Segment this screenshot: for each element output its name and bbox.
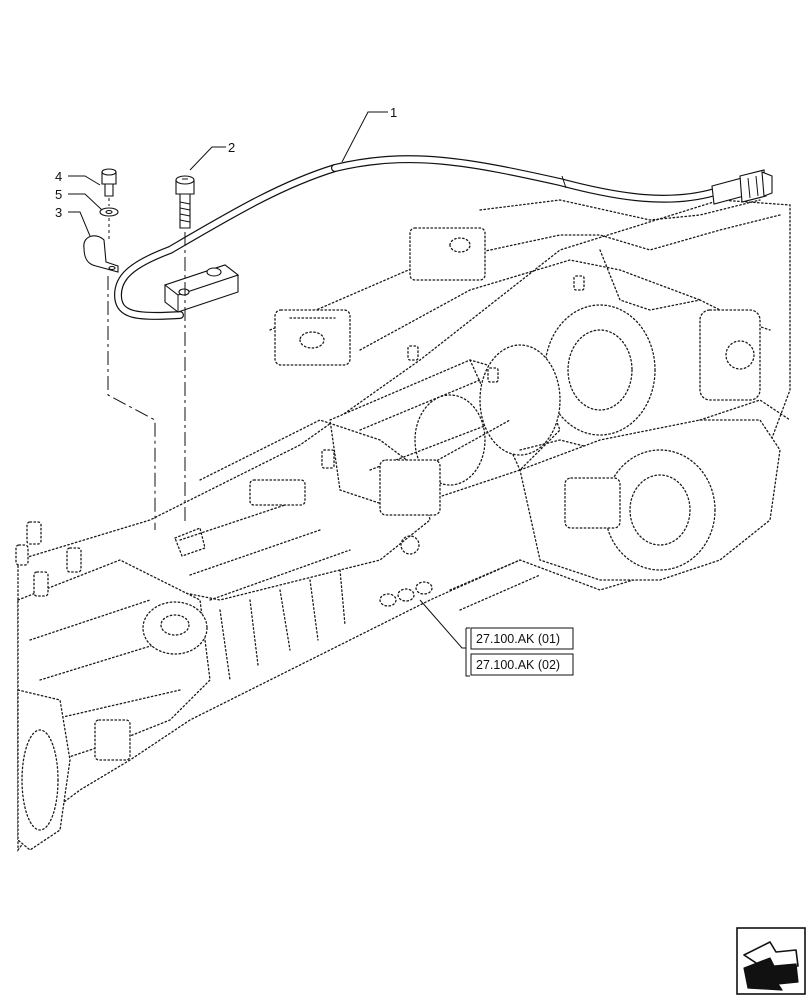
callout-label-5: 5 <box>55 187 62 202</box>
next-page-arrow-icon[interactable] <box>736 927 806 995</box>
callout-5: 5 <box>55 187 103 211</box>
reference-link-2[interactable]: 27.100.AK (02) <box>476 658 560 672</box>
callout-label-2: 2 <box>228 140 235 155</box>
speed-sensor <box>163 264 240 313</box>
callout-4: 4 <box>55 169 101 186</box>
reference-group: 27.100.AK (01) 27.100.AK (02) <box>419 599 574 677</box>
callout-3: 3 <box>55 205 91 237</box>
callout-1: 1 <box>341 105 397 163</box>
cap-screw <box>175 175 195 229</box>
callout-label-1: 1 <box>390 105 397 120</box>
harness-clip <box>83 235 119 273</box>
reference-link-1[interactable]: 27.100.AK (01) <box>476 632 560 646</box>
reference-box-2[interactable] <box>470 653 574 676</box>
wiring-harness <box>113 155 773 320</box>
callout-label-3: 3 <box>55 205 62 220</box>
assembly-lines <box>107 198 186 530</box>
washer <box>99 207 119 217</box>
transmission-assembly <box>15 199 791 852</box>
small-bolt <box>101 168 117 197</box>
reference-box-1[interactable] <box>470 627 574 650</box>
callout-2: 2 <box>189 140 235 171</box>
callout-label-4: 4 <box>55 169 62 184</box>
